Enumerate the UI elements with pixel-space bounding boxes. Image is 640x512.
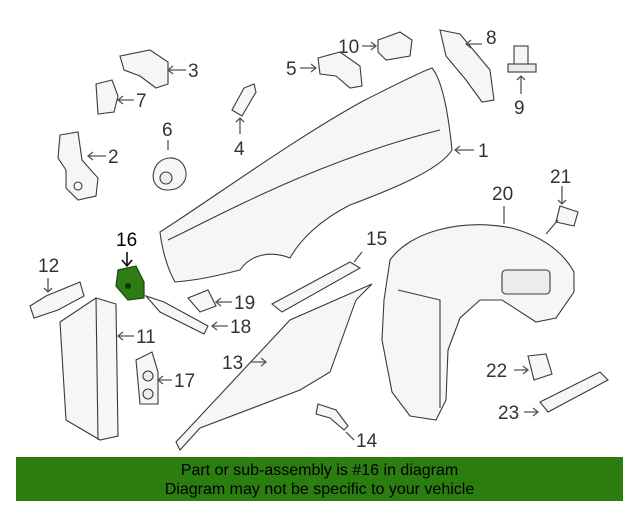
callout-11: 11 bbox=[116, 327, 156, 348]
part-2-bracket[interactable] bbox=[57, 131, 99, 201]
callout-17-label: 17 bbox=[174, 371, 195, 392]
part-11-panel[interactable] bbox=[59, 297, 119, 441]
callout-6: 6 bbox=[162, 120, 173, 150]
part-4-strip[interactable] bbox=[231, 83, 257, 117]
callout-9-label: 9 bbox=[514, 98, 525, 119]
callout-20-label: 20 bbox=[492, 184, 513, 205]
callout-17: 17 bbox=[156, 371, 195, 392]
part-22-clip[interactable] bbox=[527, 353, 553, 381]
callout-18: 18 bbox=[210, 317, 251, 338]
callout-23-label: 23 bbox=[498, 403, 519, 424]
part-23-reflector[interactable] bbox=[539, 371, 609, 413]
callout-7: 7 bbox=[116, 91, 147, 112]
part-3-bracket[interactable] bbox=[119, 49, 169, 89]
callout-1-label: 1 bbox=[478, 141, 489, 162]
callout-10: 10 bbox=[338, 37, 378, 58]
callout-5: 5 bbox=[286, 59, 318, 80]
callout-5-label: 5 bbox=[286, 59, 297, 80]
info-banner: Part or sub-assembly is #16 in diagram D… bbox=[16, 457, 623, 501]
callout-13: 13 bbox=[222, 353, 268, 374]
callout-21: 21 bbox=[550, 167, 571, 205]
part-19-bracket[interactable] bbox=[187, 289, 217, 313]
callout-19: 19 bbox=[214, 293, 255, 314]
banner-line-2: Diagram may not be specific to your vehi… bbox=[164, 481, 475, 498]
part-1-fender[interactable] bbox=[159, 67, 453, 283]
part-13-sill-trim[interactable] bbox=[175, 283, 373, 451]
callout-9: 9 bbox=[514, 75, 526, 119]
callout-4: 4 bbox=[234, 117, 245, 160]
part-18-strip[interactable] bbox=[144, 294, 209, 335]
callout-2: 2 bbox=[86, 147, 119, 168]
callout-23: 23 bbox=[498, 403, 540, 424]
callout-13-label: 13 bbox=[222, 353, 243, 374]
callout-4-label: 4 bbox=[234, 139, 245, 160]
callout-22: 22 bbox=[486, 361, 530, 382]
part-7-clip[interactable] bbox=[95, 79, 119, 115]
callout-8: 8 bbox=[464, 28, 497, 49]
callout-14-label: 14 bbox=[356, 431, 378, 452]
part-14-bolt[interactable] bbox=[315, 403, 349, 431]
callout-22-label: 22 bbox=[486, 361, 507, 382]
callout-8-label: 8 bbox=[486, 28, 497, 49]
parts-diagram: 1 2 3 4 5 6 bbox=[29, 28, 609, 452]
part-8-bracket[interactable] bbox=[439, 29, 495, 103]
part-5-bracket[interactable] bbox=[317, 51, 363, 89]
callout-18-label: 18 bbox=[230, 317, 251, 338]
callout-11-label: 11 bbox=[136, 327, 156, 348]
callout-20: 20 bbox=[492, 184, 513, 224]
callout-10-label: 10 bbox=[338, 37, 359, 58]
part-17-bracket[interactable] bbox=[135, 351, 159, 405]
callout-12-label: 12 bbox=[38, 256, 59, 277]
part-12-bracket[interactable] bbox=[29, 281, 85, 319]
part-16-bracket-highlighted[interactable] bbox=[115, 265, 145, 301]
part-10-bracket[interactable] bbox=[377, 31, 413, 61]
callout-7-label: 7 bbox=[136, 91, 147, 112]
part-15-strip[interactable] bbox=[271, 261, 362, 313]
callout-12: 12 bbox=[38, 256, 59, 293]
part-20-wheel-liner[interactable] bbox=[381, 224, 575, 421]
banner-line-1: Part or sub-assembly is #16 in diagram bbox=[180, 462, 459, 479]
part-9-plug[interactable] bbox=[507, 45, 537, 73]
callout-15-label: 15 bbox=[366, 229, 387, 250]
callout-16-label: 16 bbox=[116, 230, 137, 251]
callout-6-label: 6 bbox=[162, 120, 173, 141]
part-21-clip[interactable] bbox=[545, 205, 579, 235]
callout-19-label: 19 bbox=[234, 293, 255, 314]
callout-15: 15 bbox=[353, 229, 387, 263]
callout-14: 14 bbox=[345, 431, 378, 452]
part-6-grommet[interactable] bbox=[152, 157, 187, 191]
callout-3-label: 3 bbox=[188, 61, 199, 82]
callout-16: 16 bbox=[116, 230, 137, 268]
callout-3: 3 bbox=[166, 61, 199, 82]
callout-1: 1 bbox=[453, 141, 489, 162]
callout-2-label: 2 bbox=[108, 147, 119, 168]
callout-21-label: 21 bbox=[550, 167, 571, 188]
